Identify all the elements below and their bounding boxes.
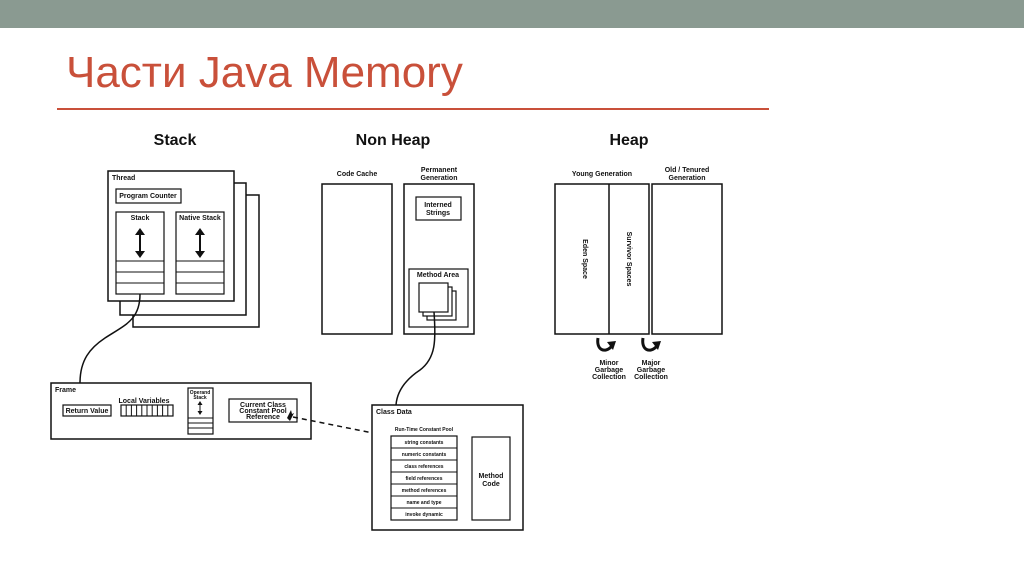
local-variables-label: Local Variables [119, 398, 170, 405]
constant-pool-item: field references [406, 476, 443, 482]
return-value-label: Return Value [66, 408, 109, 415]
method-code-box [471, 436, 511, 521]
non-heap-heading: Non Heap [356, 132, 431, 149]
permanent-generation-box [403, 183, 475, 335]
major-gc-arrowhead [652, 341, 661, 350]
young-generation-box [554, 183, 650, 335]
minor-gc-label-1: Minor [599, 360, 618, 367]
top-bar [0, 0, 1024, 28]
major-gc-label-3: Collection [634, 374, 668, 381]
interned-strings-label-2: Strings [426, 210, 450, 217]
native-stack-double-arrow-icon [195, 228, 205, 258]
constant-pool-item: invoke dynamic [405, 512, 443, 518]
interned-strings-box [415, 196, 462, 221]
constant-pool-ref-label-3: Reference [246, 414, 280, 421]
stack-to-frame-connector [79, 293, 141, 384]
stack-heading: Stack [154, 132, 197, 149]
heap-heading: Heap [609, 132, 648, 149]
major-gc-label-1: Major [642, 360, 661, 367]
constant-pool-box [390, 435, 458, 521]
native-stack-box [175, 211, 225, 295]
minor-gc-arrowhead [607, 341, 616, 350]
survivor-spaces-label: Survivor Spaces [625, 232, 632, 287]
major-gc-arrow-icon [641, 337, 659, 352]
constant-pool-item: class references [404, 464, 443, 470]
constant-pool-title: Run-Time Constant Pool [395, 427, 454, 433]
major-gc-label-2: Garbage [637, 367, 666, 374]
frame-box [50, 382, 312, 440]
native-stack-label: Native Stack [179, 215, 221, 222]
method-code-label-2: Code [482, 481, 500, 488]
method-code-label-1: Method [479, 473, 504, 480]
code-cache-label: Code Cache [337, 171, 378, 178]
constant-pool-items: string constants numeric constants class r… [391, 440, 457, 518]
local-variables-cells [125, 405, 169, 416]
operand-double-arrow-icon [197, 401, 203, 415]
constant-pool-item: method references [402, 488, 447, 494]
slide-title: Части Java Memory [66, 48, 463, 97]
method-area-to-class-data-connector [395, 311, 436, 406]
frame-label: Frame [55, 387, 76, 394]
constant-pool-ref-label-1: Current Class [240, 402, 286, 409]
eden-space-label: Eden Space [581, 239, 588, 279]
minor-gc-label-2: Garbage [595, 367, 624, 374]
stack-double-arrow-icon [135, 228, 145, 258]
permanent-generation-label-1: Permanent [421, 167, 458, 174]
old-generation-label-1: Old / Tenured [665, 167, 710, 174]
method-area-label: Method Area [417, 272, 459, 279]
program-counter-label: Program Counter [119, 193, 177, 200]
thread-box [107, 170, 235, 302]
minor-gc-label-3: Collection [592, 374, 626, 381]
method-area-stack-1 [418, 282, 449, 313]
permanent-generation-label-2: Generation [421, 175, 458, 182]
reference-pointer-icon [287, 410, 294, 421]
return-value-box [62, 404, 112, 417]
stack-label: Stack [131, 215, 150, 222]
constant-pool-ref-box [228, 398, 298, 423]
title-underline [57, 108, 769, 110]
constant-pool-item: string constants [405, 440, 444, 446]
constant-pool-ref-label-2: Constant Pool [239, 408, 286, 415]
operand-stack-box [187, 387, 214, 435]
class-data-label: Class Data [376, 409, 412, 416]
thread-label: Thread [112, 175, 135, 182]
constant-pool-item: name and type [406, 500, 441, 506]
old-generation-box [651, 183, 723, 335]
operand-stack-label-1: Operand [190, 390, 211, 396]
operand-stack-label-2: Stack [193, 395, 207, 401]
class-data-box [371, 404, 524, 531]
young-generation-label: Young Generation [572, 171, 632, 178]
code-cache-box [321, 183, 393, 335]
minor-gc-arrow-icon [596, 337, 614, 352]
constant-pool-item: numeric constants [402, 452, 447, 458]
method-area-box [408, 268, 469, 328]
ref-to-pool-dashed-arrow [292, 416, 391, 441]
interned-strings-label-1: Interned [424, 202, 452, 209]
old-generation-label-2: Generation [669, 175, 706, 182]
program-counter-box [115, 188, 182, 204]
